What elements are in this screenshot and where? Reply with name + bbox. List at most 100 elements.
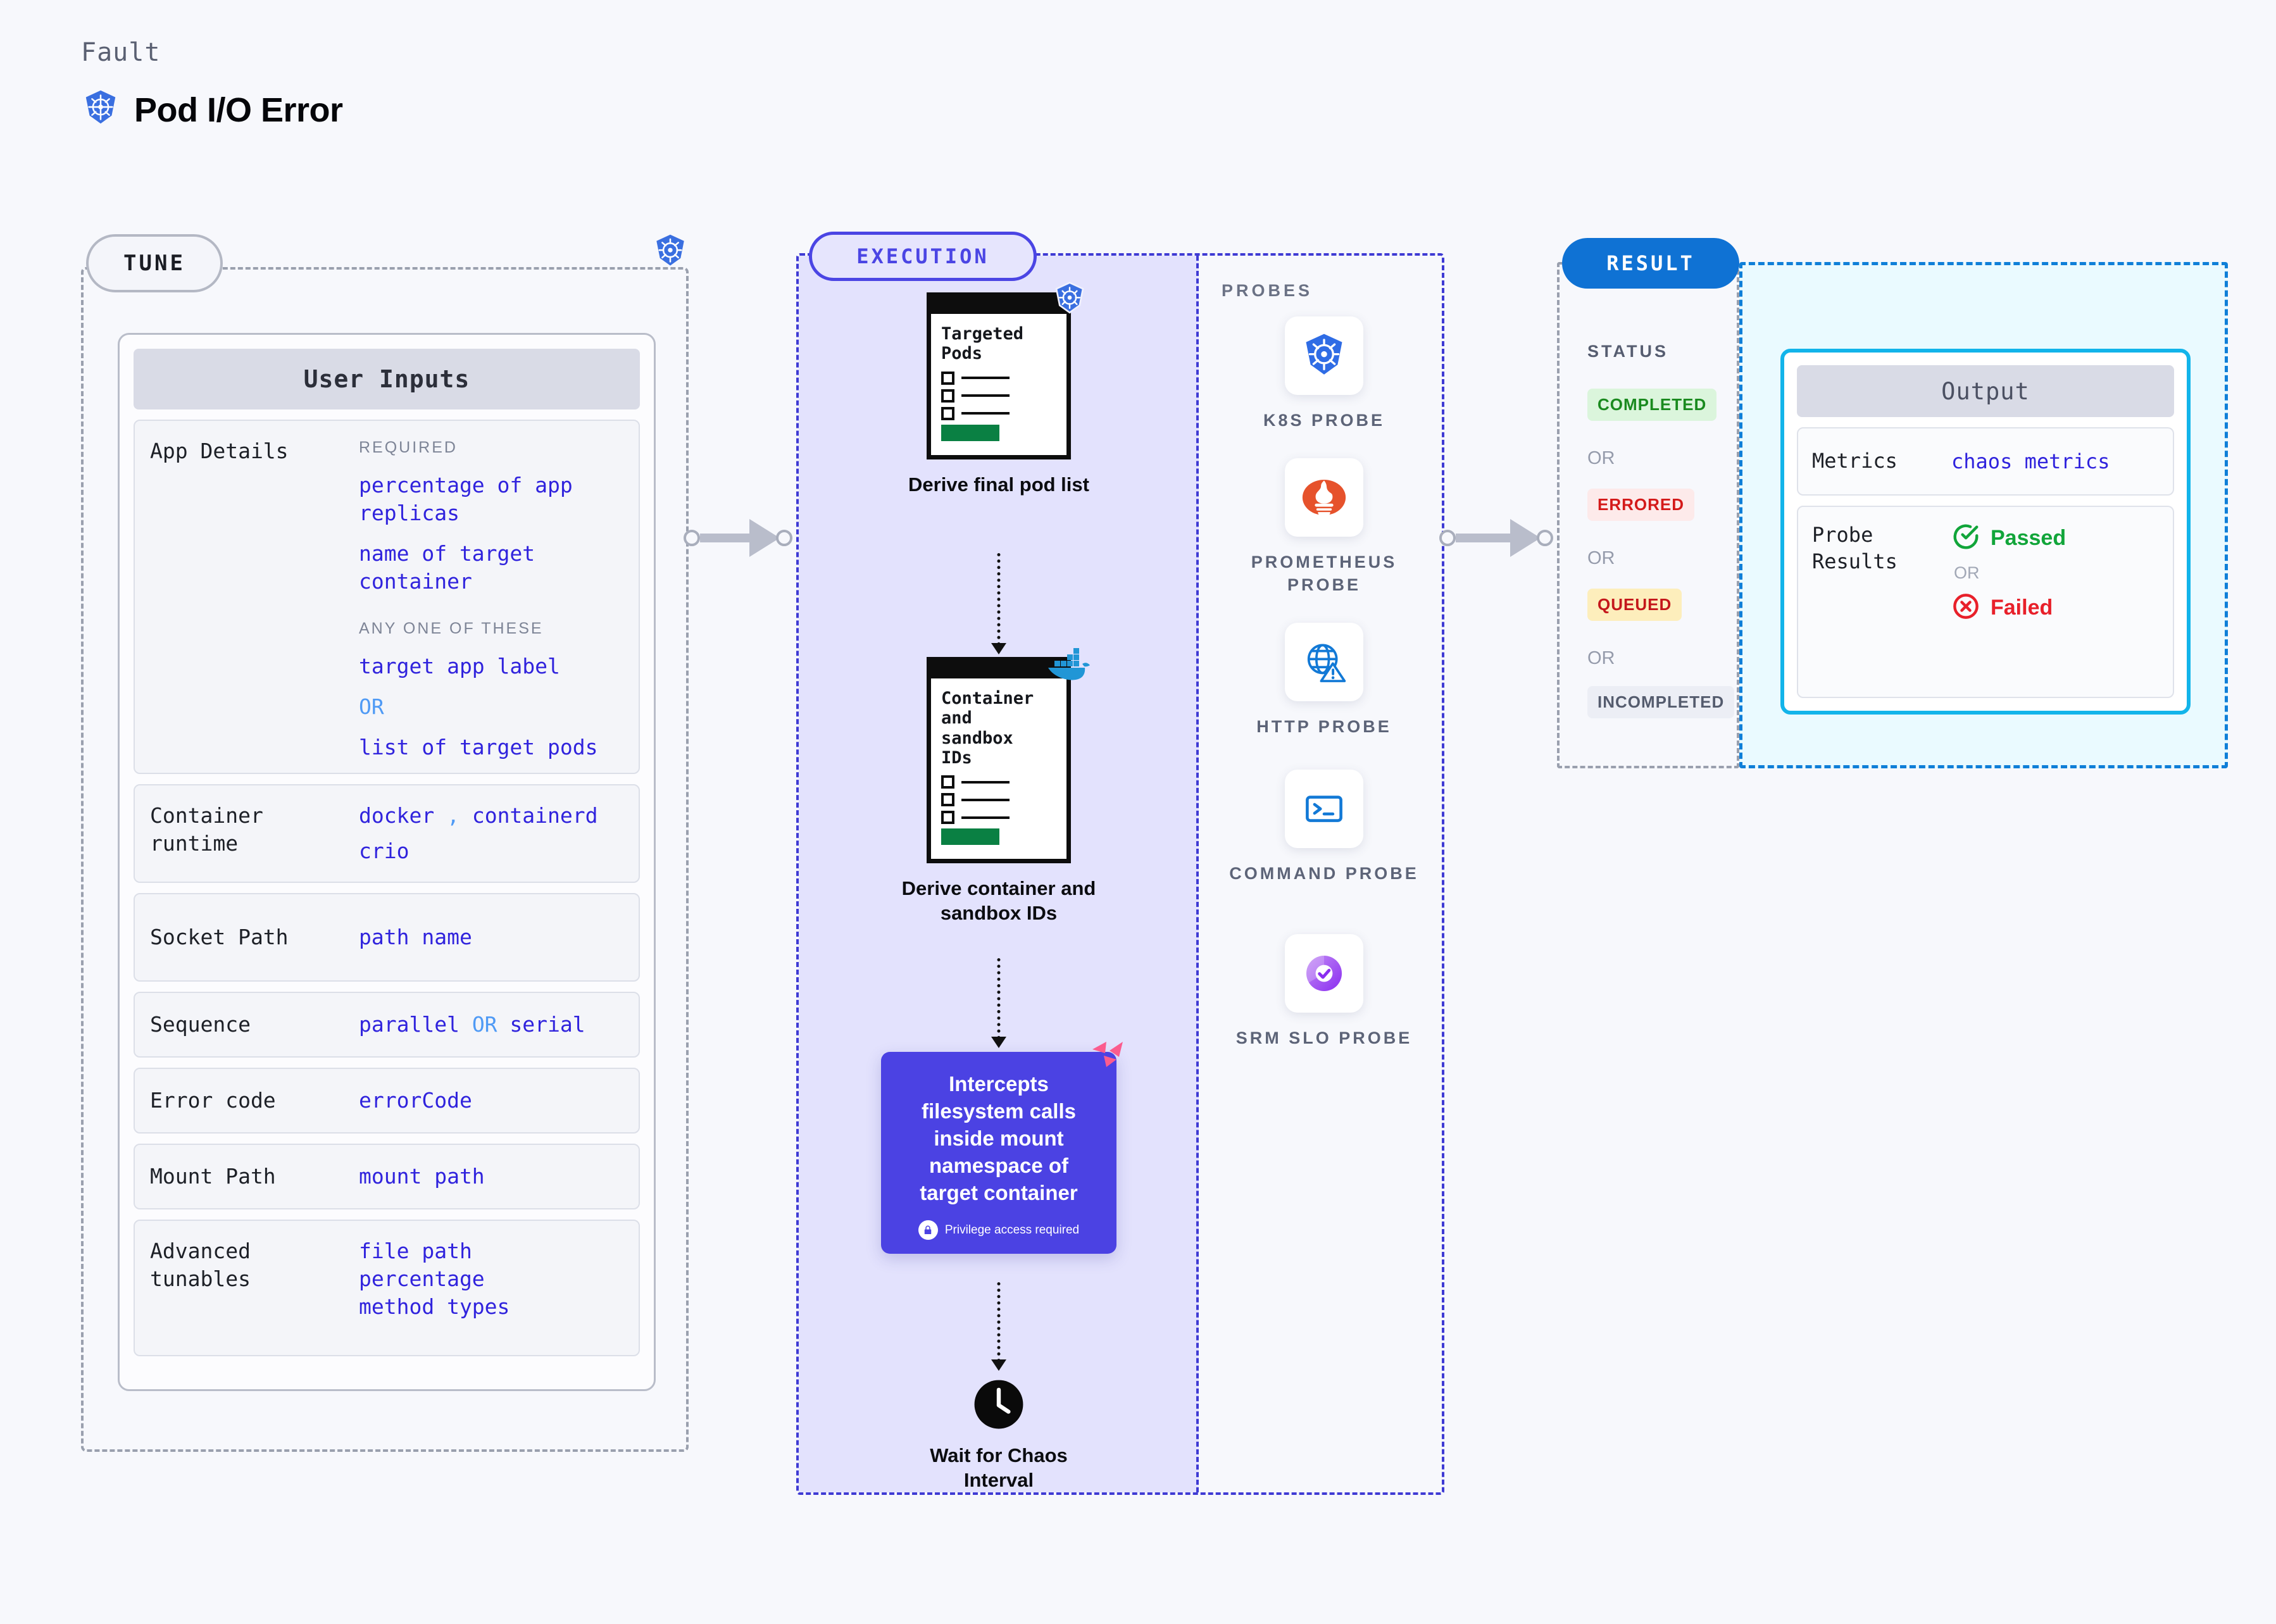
card-list (941, 371, 1056, 420)
targeted-pods-card: Targeted Pods (926, 282, 1084, 459)
flow-arrowhead (991, 643, 1006, 654)
flow-arrow (997, 958, 1001, 1039)
node-caption: Derive container and sandbox IDs (901, 877, 1096, 925)
list-item (941, 793, 1056, 807)
row-values: docker , containerd crio (359, 802, 598, 865)
connector-arrowhead (749, 519, 780, 557)
execution-panel: Targeted Pods (796, 253, 1444, 1495)
execution-panel-label: EXECUTION (809, 232, 1037, 281)
row-label: Container runtime (150, 803, 263, 856)
input-value: path name (359, 924, 472, 949)
status-title: STATUS (1587, 342, 1668, 361)
user-inputs-title: User Inputs (134, 349, 640, 409)
connector-arrowhead (1510, 519, 1541, 557)
row-label: Mount Path (150, 1164, 276, 1189)
card-body: Container and sandbox IDs (927, 678, 1071, 864)
fault-label: Fault (81, 38, 161, 67)
probe-result-or: OR (1954, 563, 1980, 582)
row-values: parallel OR serial (359, 1011, 585, 1039)
input-row-container-runtime: Container runtime docker , containerd cr… (134, 784, 640, 883)
input-value: list of target pods (359, 735, 598, 760)
output-row-label: Metrics (1812, 449, 1898, 473)
flow-arrowhead (991, 1037, 1006, 1048)
list-item (941, 371, 1056, 385)
input-value: name of target container (359, 540, 535, 594)
probe-label: PROMETHEUS PROBE (1251, 553, 1397, 595)
card-list (941, 775, 1056, 825)
card-title: Container and sandbox IDs (941, 689, 1034, 768)
kubernetes-icon (1285, 316, 1363, 395)
connector-end-dot (1537, 530, 1553, 546)
output-card: Output Metrics chaos metrics Probe Resul… (1780, 349, 2191, 715)
row-values: path name (359, 923, 472, 951)
flow-node-container-sandbox: Container and sandbox IDs (900, 648, 1097, 925)
result-status-panel: STATUS COMPLETED OR ERRORED OR QUEUED OR… (1557, 262, 1739, 768)
list-item (941, 406, 1056, 420)
input-value: crio (359, 839, 410, 864)
status-or: OR (1587, 448, 1615, 468)
node-caption: Wait for Chaos Interval (930, 1444, 1068, 1492)
result-output-panel: Output Metrics chaos metrics Probe Resul… (1739, 262, 2228, 768)
input-value: errorCode (359, 1087, 472, 1113)
check-circle-icon (1951, 522, 1980, 554)
clock-icon (904, 1378, 1094, 1430)
passed-label: Passed (1991, 526, 2067, 550)
page-title: Pod I/O Error (134, 91, 343, 129)
tune-panel-label: TUNE (86, 234, 223, 292)
lock-icon (918, 1220, 938, 1240)
tune-panel: User Inputs App Details REQUIRED percent… (81, 267, 689, 1452)
litmus-icon (1089, 1035, 1127, 1074)
x-circle-icon (1951, 592, 1980, 624)
probes-title: PROBES (1222, 281, 1313, 300)
progress-bar (941, 828, 999, 846)
output-row-value: chaos metrics (1951, 449, 2110, 473)
input-value-or: OR (359, 694, 384, 720)
probe-label: SRM SLO PROBE (1235, 1028, 1413, 1047)
probe-label: COMMAND PROBE (1229, 864, 1419, 883)
flow-node-wait-interval: Wait for Chaos Interval (904, 1378, 1094, 1492)
injection-description: Intercepts filesystem calls inside mount… (920, 1072, 1078, 1204)
row-label: Sequence (150, 1012, 251, 1037)
connector-start-dot (1439, 530, 1456, 546)
row-label: Socket Path (150, 925, 289, 950)
checkbox-icon (941, 371, 954, 385)
probe-prometheus[interactable]: PROMETHEUS PROBE (1229, 458, 1419, 596)
group-heading: REQUIRED (359, 439, 458, 456)
result-panel-label: RESULT (1562, 238, 1739, 289)
row-values: errorCode (359, 1087, 472, 1115)
card-title-bar (927, 657, 1071, 678)
list-item (941, 811, 1056, 825)
docker-icon (1047, 647, 1092, 685)
input-row-app-details: App Details REQUIRED percentage of app r… (134, 420, 640, 774)
flow-arrow (997, 553, 1001, 646)
probe-srm-slo[interactable]: SRM SLO PROBE (1229, 934, 1419, 1049)
status-badge-incompleted: INCOMPLETED (1587, 686, 1735, 718)
probe-result-passed: Passed (1951, 522, 2066, 554)
input-value: parallel OR serial (359, 1011, 585, 1037)
row-label: App Details (150, 439, 289, 463)
checkbox-icon (941, 811, 954, 825)
execution-flow-column: Targeted Pods (799, 256, 1199, 1492)
connector-execution-result (1439, 519, 1563, 557)
srm-slo-icon (1285, 934, 1363, 1013)
probe-http[interactable]: HTTP PROBE (1229, 623, 1419, 738)
probe-label: HTTP PROBE (1256, 717, 1392, 736)
probe-label: K8S PROBE (1263, 411, 1385, 430)
input-value: target app label (359, 653, 560, 678)
probe-command[interactable]: COMMAND PROBE (1229, 770, 1419, 885)
output-row-metrics: Metrics chaos metrics (1797, 427, 2174, 496)
status-or: OR (1587, 548, 1615, 568)
output-row-label: Probe Results (1812, 523, 1898, 573)
list-item (941, 389, 1056, 403)
container-ids-card: Container and sandbox IDs (927, 648, 1090, 864)
output-title: Output (1797, 365, 2174, 417)
probe-result-failed: Failed (1951, 592, 2066, 624)
probe-k8s[interactable]: K8S PROBE (1229, 316, 1419, 432)
connector-line (700, 534, 749, 542)
card-title: Targeted Pods (941, 324, 1024, 364)
kubernetes-icon (652, 233, 689, 273)
flow-arrow (997, 1282, 1001, 1362)
kubernetes-icon (1052, 281, 1087, 320)
flow-arrowhead (991, 1359, 1006, 1371)
probes-panel: PROBES K8S PROBE (1201, 256, 1447, 1492)
